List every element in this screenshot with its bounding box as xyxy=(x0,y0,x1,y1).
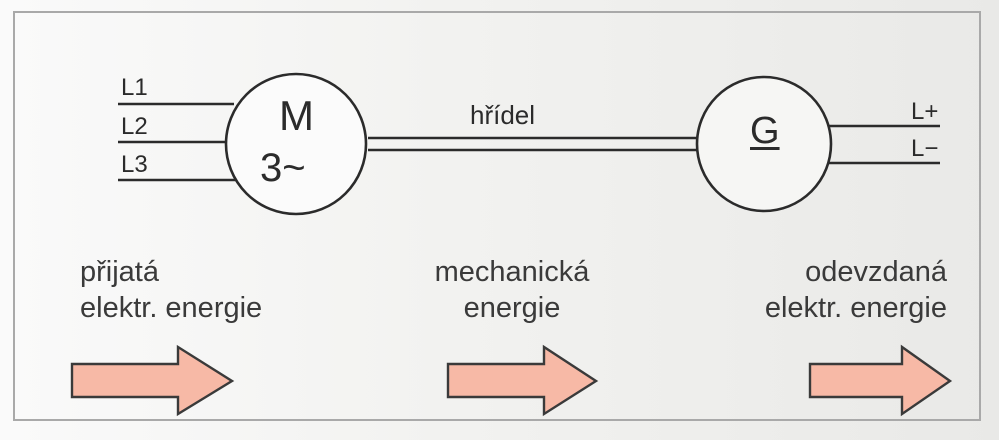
output-energy-arrow xyxy=(808,344,953,417)
output-label-minus: L− xyxy=(911,135,939,162)
input-energy-arrow xyxy=(70,344,235,417)
output-energy-caption-line2: elektr. energie xyxy=(764,292,947,324)
output-energy-caption-line1: odevzdaná xyxy=(805,256,947,288)
motor-circle xyxy=(224,72,368,216)
input-label-l3: L3 xyxy=(121,151,148,178)
generator-circle xyxy=(695,75,833,213)
input-energy-caption-line1: přijatá xyxy=(80,256,159,288)
generator-symbol: G xyxy=(750,110,780,152)
motor-symbol: M xyxy=(279,92,314,139)
input-energy-caption-line2: elektr. energie xyxy=(80,292,263,324)
mechanical-energy-caption-line1: mechanická xyxy=(434,256,590,288)
output-label-plus: L+ xyxy=(911,98,939,125)
diagram-frame xyxy=(13,11,981,421)
input-label-l2: L2 xyxy=(121,113,148,140)
mechanical-energy-caption: mechanická energie xyxy=(422,254,602,326)
mechanical-energy-arrow xyxy=(446,344,599,417)
shaft-label: hřídel xyxy=(470,100,536,130)
output-energy-caption: odevzdaná elektr. energie xyxy=(735,254,947,326)
mechanical-energy-caption-line2: energie xyxy=(463,292,561,324)
input-label-l1: L1 xyxy=(121,74,148,101)
motor-phase-label: 3~ xyxy=(260,146,306,190)
input-energy-caption: přijatá elektr. energie xyxy=(80,254,262,326)
